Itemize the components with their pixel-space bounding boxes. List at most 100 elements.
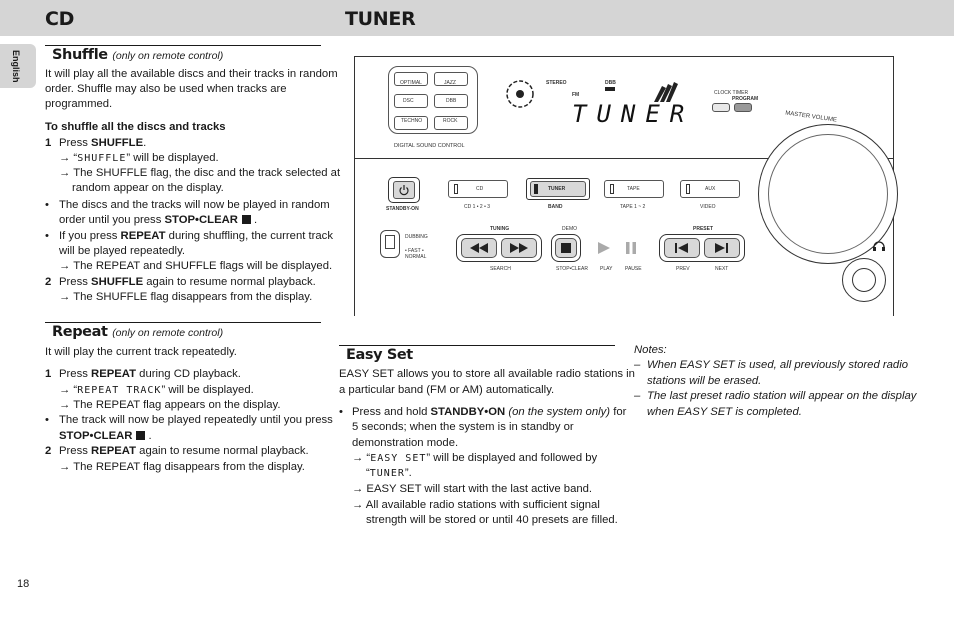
stop-icon (241, 215, 251, 224)
shuffle-bullet2: If you press REPEAT during shuffling, th… (59, 230, 333, 242)
preset-label: PRESET (693, 226, 714, 232)
bullet: • (45, 230, 49, 242)
shuffle-arrow1: → “SHUFFLE” will be displayed. (59, 152, 219, 164)
next-label: NEXT (715, 266, 729, 272)
page-number: 18 (17, 578, 30, 590)
repeat-bullet1: The track will now be played repeatedly … (59, 414, 333, 426)
bullet: • (45, 199, 49, 211)
search-label: SEARCH (490, 266, 511, 272)
note2: when EASY SET is completed. (647, 406, 802, 418)
demo-label: DEMO (562, 226, 577, 232)
lcd-display-text: TUNER (572, 100, 695, 128)
dsc-techno-button[interactable] (394, 116, 428, 130)
dsc-caption: DIGITAL SOUND CONTROL (394, 143, 465, 149)
rewind-icon (470, 243, 488, 253)
fm-indicator: FM (572, 92, 580, 98)
repeat-bullet1: STOP•CLEAR . (59, 430, 152, 442)
headphone-icon (873, 241, 885, 251)
notes-dash: – (634, 390, 641, 402)
tuning-group (456, 234, 542, 262)
note2: The last preset radio station will appea… (647, 390, 917, 402)
stop-icon (561, 243, 571, 253)
notes-dash: – (634, 359, 641, 371)
easyset-arrow1: “TUNER”. (366, 467, 412, 479)
dsc-button[interactable] (394, 94, 428, 108)
shuffle-rule (45, 45, 321, 46)
tuner-button-face (530, 181, 586, 197)
play-icon[interactable] (598, 242, 610, 254)
clock-timer-label: CLOCK TIMER (714, 90, 749, 96)
shuffle-intro: It will play all the available discs and… (45, 68, 338, 80)
shuffle-step1-text: Press SHUFFLE. (59, 137, 147, 149)
notes-title: Notes: (634, 344, 667, 356)
header-cd: CD (45, 8, 75, 30)
header-bar (0, 0, 954, 36)
shuffle-arrow2: → The SHUFFLE flag, the disc and the tra… (59, 167, 341, 179)
repeat-intro: It will play the current track repeatedl… (45, 346, 237, 358)
easyset-intro: a particular band (FM or AM) automatical… (339, 384, 555, 396)
note1: stations will be erased. (647, 375, 762, 387)
play-label: PLAY (600, 266, 613, 272)
dbb-indicator: DBB (605, 80, 616, 86)
aux-source-button[interactable] (680, 180, 740, 198)
easyset-arrow1: → “EASY SET” will be displayed and follo… (352, 452, 598, 464)
tuning-label: TUNING (490, 226, 510, 232)
signal-icon (654, 82, 678, 102)
cd-button-label: CD (476, 186, 484, 192)
dsc-jazz-label: JAZZ (444, 80, 456, 86)
stop-group (551, 234, 581, 262)
tape-led (610, 184, 614, 194)
panel-divider (354, 158, 894, 159)
program-label: PROGRAM (732, 96, 759, 102)
shuffle-intro: programmed. (45, 98, 113, 110)
shuffle-bullet1: order until you press STOP•CLEAR . (59, 214, 258, 226)
shuffle-intro: order. Shuffle may also be used when tra… (45, 83, 287, 95)
tuner-button-label: TUNER (548, 186, 566, 192)
repeat-step1-text: Press REPEAT during CD playback. (59, 368, 241, 380)
band-sublabel: BAND (548, 204, 563, 210)
dsc-optimal-label: OPTIMAL (400, 80, 422, 86)
easyset-bullet1: demonstration mode. (352, 437, 459, 449)
dsc-rock-label: ROCK (443, 118, 458, 124)
standby-label: STANDBY-ON (386, 206, 419, 212)
dsc-optimal-button[interactable] (394, 72, 428, 86)
language-tab: English (0, 44, 36, 88)
bullet: • (45, 414, 49, 426)
bullet: • (339, 406, 343, 418)
repeat-arrow1: → “REPEAT TRACK” will be displayed. (59, 384, 254, 396)
fast-forward-icon (510, 243, 528, 253)
dsc-jazz-button[interactable] (434, 72, 468, 86)
program-button[interactable] (734, 103, 752, 112)
repeat-step2-text: Press REPEAT again to resume normal play… (59, 445, 309, 457)
cd-sublabel: CD 1 • 2 • 3 (464, 204, 491, 210)
dsc-rock-button[interactable] (434, 116, 468, 130)
tape-source-button[interactable] (604, 180, 664, 198)
clock-timer-button[interactable] (712, 103, 730, 112)
shuffle-arrow3: → The REPEAT and SHUFFLE flags will be d… (59, 260, 333, 272)
repeat-rule (45, 322, 321, 323)
easyset-rule (339, 345, 615, 346)
dsc-label: DSC (403, 98, 414, 104)
pause-icon[interactable] (626, 242, 636, 254)
stop-clear-label: STOP•CLEAR (556, 266, 588, 272)
preset-group (659, 234, 745, 262)
dubbing-switch[interactable] (380, 230, 400, 258)
dbb-button[interactable] (434, 94, 468, 108)
easyset-heading: Easy Set (346, 347, 413, 363)
pause-label: PAUSE (625, 266, 642, 272)
headphone-jack[interactable] (842, 258, 886, 302)
device-illustration: OPTIMAL JAZZ DSC DBB TECHNO ROCK DIGITAL… (340, 44, 898, 319)
repeat-step1: 1 (45, 368, 52, 380)
dbb-label: DBB (446, 98, 457, 104)
shuffle-step2: 2 (45, 276, 52, 288)
video-sublabel: VIDEO (700, 204, 716, 210)
tuner-led (534, 184, 538, 194)
note1: When EASY SET is used, all previously st… (647, 359, 908, 371)
cd-source-button[interactable] (448, 180, 508, 198)
shuffle-arrow4: → The SHUFFLE flag disappears from the d… (59, 291, 313, 303)
dubbing-options: • FAST • NORMAL (405, 248, 427, 260)
disc-icon (506, 80, 534, 108)
dubbing-label: DUBBING (405, 234, 428, 240)
dsc-techno-label: TECHNO (401, 118, 423, 124)
prev-label: PREV (676, 266, 690, 272)
